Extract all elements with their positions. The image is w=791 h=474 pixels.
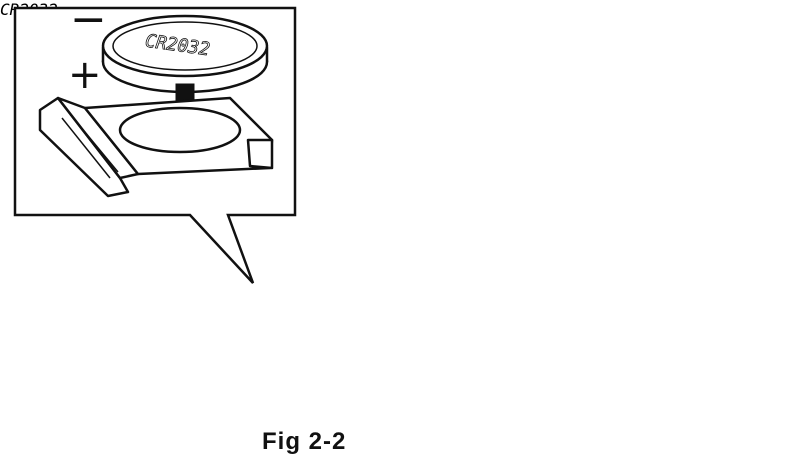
battery-tray-callout (38, 96, 274, 198)
battery-icon: CR2032 (101, 14, 269, 94)
positive-sign: + (68, 52, 102, 98)
negative-sign: − (70, 0, 107, 45)
figure-caption: Fig 2-2 (262, 428, 347, 455)
